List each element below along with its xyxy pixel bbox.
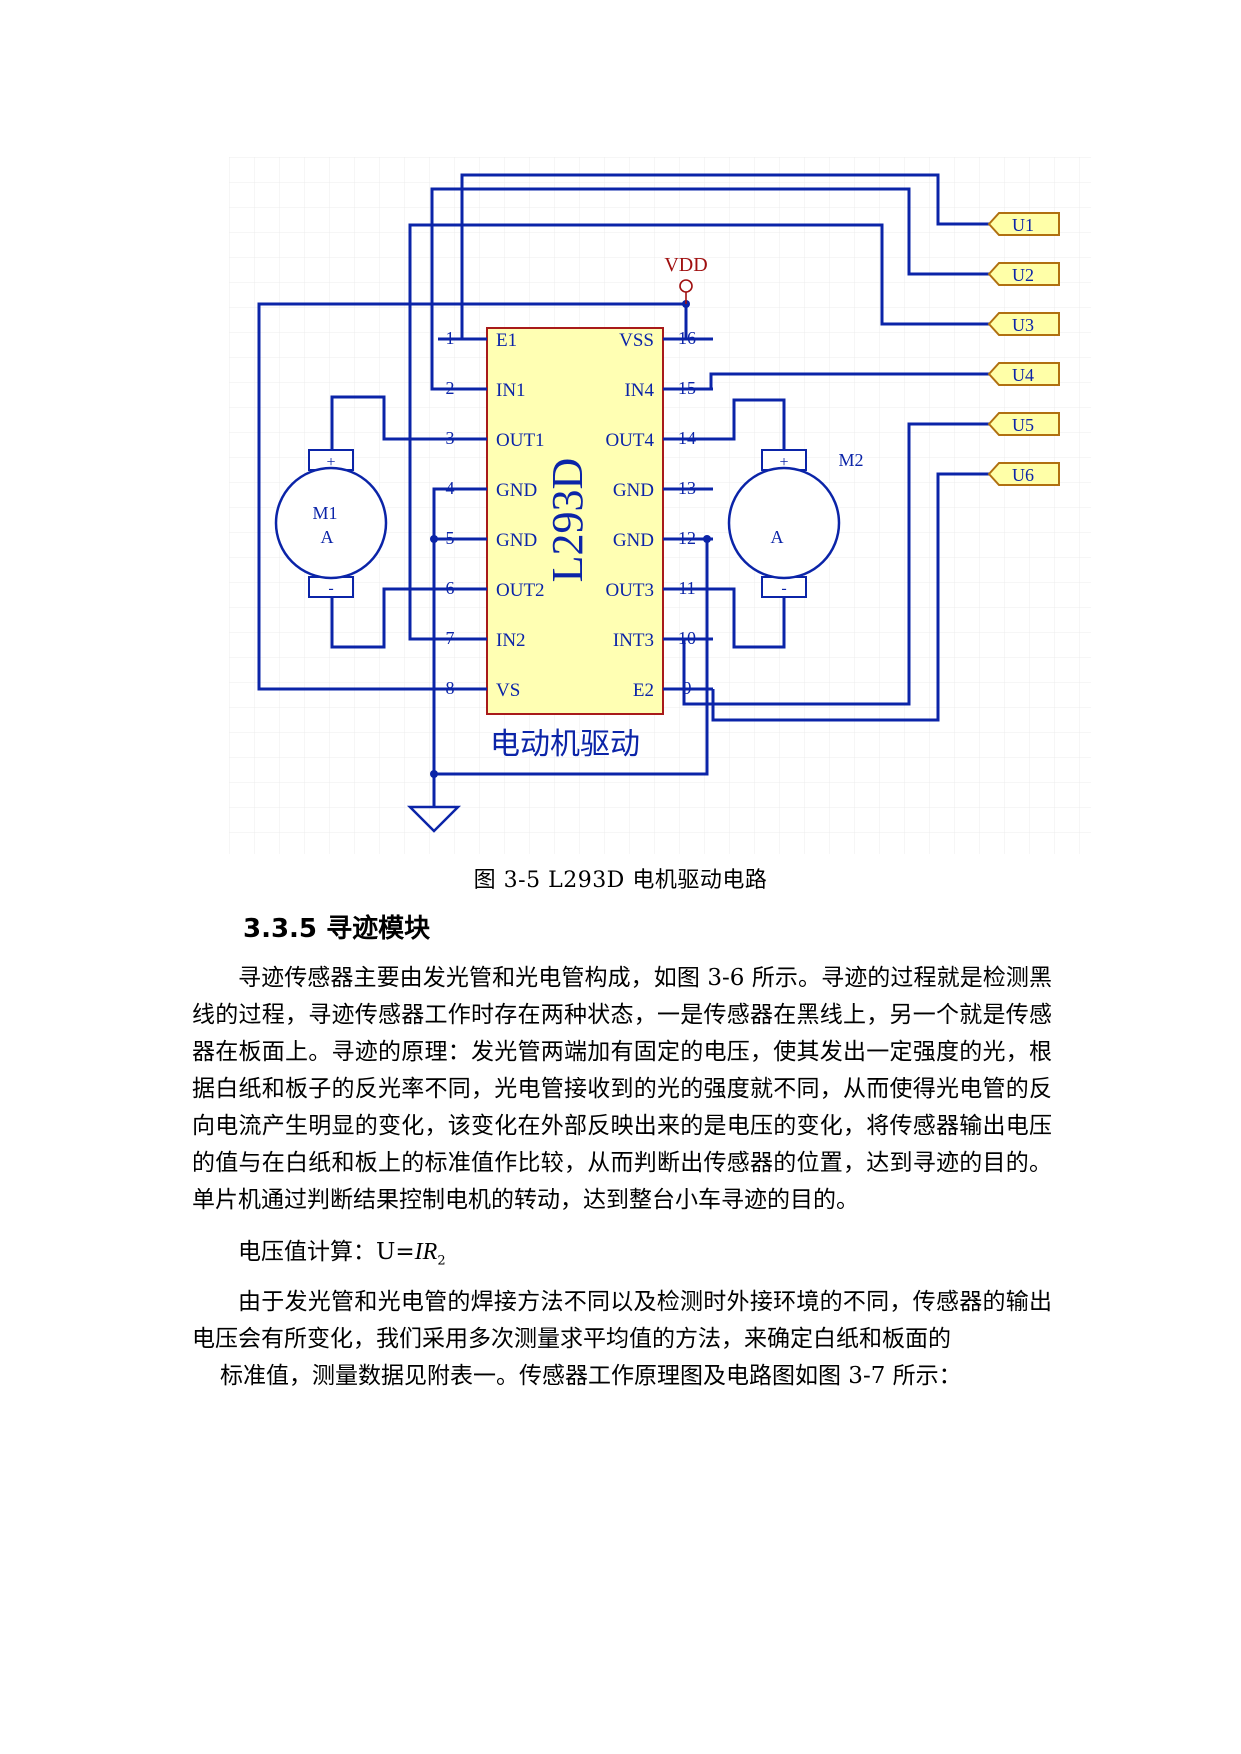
formula-expression: IR <box>414 1239 438 1265</box>
figure-caption: 图 3-5 L293D 电机驱动电路 <box>473 868 768 893</box>
net-port-label: U4 <box>1012 365 1034 385</box>
motor-m2 <box>727 449 841 598</box>
pin-label: GND <box>496 480 537 501</box>
pin-number: 2 <box>446 378 455 398</box>
motor-m1-name: M1 <box>312 503 337 523</box>
net-port-shape <box>987 262 1060 286</box>
vdd-label: VDD <box>664 254 707 276</box>
pin-number: 7 <box>446 628 455 648</box>
paragraph-2: 由于发光管和光电管的焊接方法不同以及检测时外接环境的不同，传感器的输出电压会有所… <box>192 1284 1052 1395</box>
pin-label: IN1 <box>496 380 526 401</box>
net-port-label: U5 <box>1012 415 1034 435</box>
pin-label: E2 <box>633 680 654 701</box>
pin-number: 13 <box>678 478 696 498</box>
pin-label: VSS <box>619 330 654 351</box>
pin-number: 12 <box>678 528 696 548</box>
net-port-shape <box>987 362 1060 386</box>
pin-number: 15 <box>678 378 696 398</box>
motor-m1-type: A <box>321 527 334 547</box>
pin-number: 9 <box>683 678 692 698</box>
formula-line: 电压值计算：U=IR2 <box>238 1232 446 1269</box>
net-port-label: U6 <box>1012 465 1034 485</box>
l293d-chip-body <box>486 327 664 715</box>
section-heading: 3.3.5 寻迹模块 <box>243 914 431 944</box>
pin-label: OUT3 <box>605 580 654 601</box>
pin-label: OUT4 <box>605 430 654 451</box>
paragraph-2-main: 由于发光管和光电管的焊接方法不同以及检测时外接环境的不同，传感器的输出电压会有所… <box>192 1289 1052 1352</box>
ground-symbol <box>406 805 462 833</box>
pin-label: GND <box>613 480 654 501</box>
paragraph-1: 寻迹传感器主要由发光管和光电管构成，如图 3-6 所示。寻迹的过程就是检测黑线的… <box>192 965 1052 1213</box>
pin-label: IN4 <box>624 380 654 401</box>
motor-m2-name: M2 <box>838 450 863 470</box>
pin-number: 1 <box>446 328 455 348</box>
net-port-shape <box>987 462 1060 486</box>
pin-label: GND <box>613 530 654 551</box>
net-port-shape <box>987 212 1060 236</box>
pin-number: 4 <box>446 478 455 498</box>
chip-name: L293D <box>543 458 592 583</box>
pin-number: 5 <box>446 528 455 548</box>
paragraph-2-last-line: 标准值，测量数据见附表一。传感器工作原理图及电路图如图 3-7 所示： <box>220 1363 962 1389</box>
formula-subscript: 2 <box>437 1253 446 1269</box>
motor-m1 <box>274 449 388 598</box>
motor-m2-minus: - <box>781 580 786 597</box>
net-port-label: U1 <box>1012 215 1034 235</box>
formula-prefix: 电压值计算：U= <box>238 1239 415 1265</box>
junction-dots <box>430 300 711 778</box>
pin-label: INT3 <box>613 630 654 651</box>
net-port-shape <box>987 412 1060 436</box>
pin-number: 3 <box>446 428 455 448</box>
pin-number: 8 <box>446 678 455 698</box>
motor-m1-plus: + <box>326 454 335 471</box>
pin-label: OUT2 <box>496 580 545 601</box>
motor-m2-type: A <box>771 527 784 547</box>
pin-label: IN2 <box>496 630 526 651</box>
pin-number: 14 <box>678 428 696 448</box>
net-port-label: U2 <box>1012 265 1034 285</box>
pin-label: GND <box>496 530 537 551</box>
pin-label: VS <box>496 680 520 701</box>
pin-number: 11 <box>678 578 695 598</box>
pin-label: E1 <box>496 330 517 351</box>
pin-label: OUT1 <box>496 430 545 451</box>
net-port-shape <box>987 312 1060 336</box>
motor-m1-minus: - <box>328 580 333 597</box>
block-title: 电动机驱动 <box>490 727 640 762</box>
motor-m2-plus: + <box>779 454 788 471</box>
pin-number: 16 <box>678 328 696 348</box>
net-port-label: U3 <box>1012 315 1034 335</box>
pin-number: 6 <box>446 578 455 598</box>
pin-number: 10 <box>678 628 696 648</box>
